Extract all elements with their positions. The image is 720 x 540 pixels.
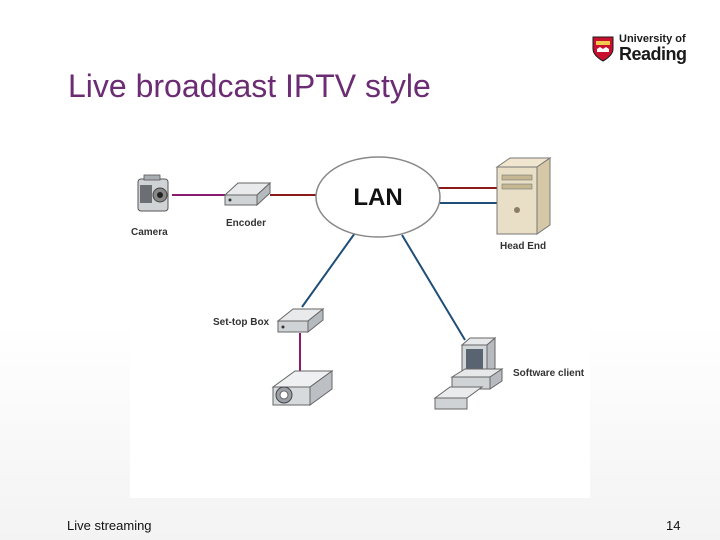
page-number: 14 (666, 518, 681, 533)
head-end-label: Head End (500, 241, 546, 252)
logo-text-line1: University of (619, 33, 686, 45)
link-lan-settop (301, 232, 356, 308)
server-icon (495, 157, 552, 235)
set-top-box-icon (276, 307, 325, 334)
camera-label: Camera (131, 227, 168, 238)
projector-icon (271, 370, 334, 406)
software-client-label: Software client (513, 368, 585, 379)
link-lan-client (401, 234, 466, 341)
slide-title: Live broadcast IPTV style (68, 68, 431, 104)
lan-cloud (315, 156, 441, 238)
encoder-label: Encoder (226, 218, 266, 229)
logo-text-line2: Reading (619, 44, 687, 64)
camera-icon (137, 174, 169, 212)
network-diagram: LAN Camera Encoder Head End (130, 155, 590, 498)
footer-text: Live streaming (67, 518, 152, 533)
set-top-box-label: Set-top Box (213, 317, 270, 328)
shield-icon (592, 36, 614, 62)
desktop-computer-icon (433, 336, 504, 410)
lan-label: LAN (353, 184, 402, 211)
university-logo: University of Reading (592, 32, 692, 68)
encoder-icon (223, 181, 272, 207)
